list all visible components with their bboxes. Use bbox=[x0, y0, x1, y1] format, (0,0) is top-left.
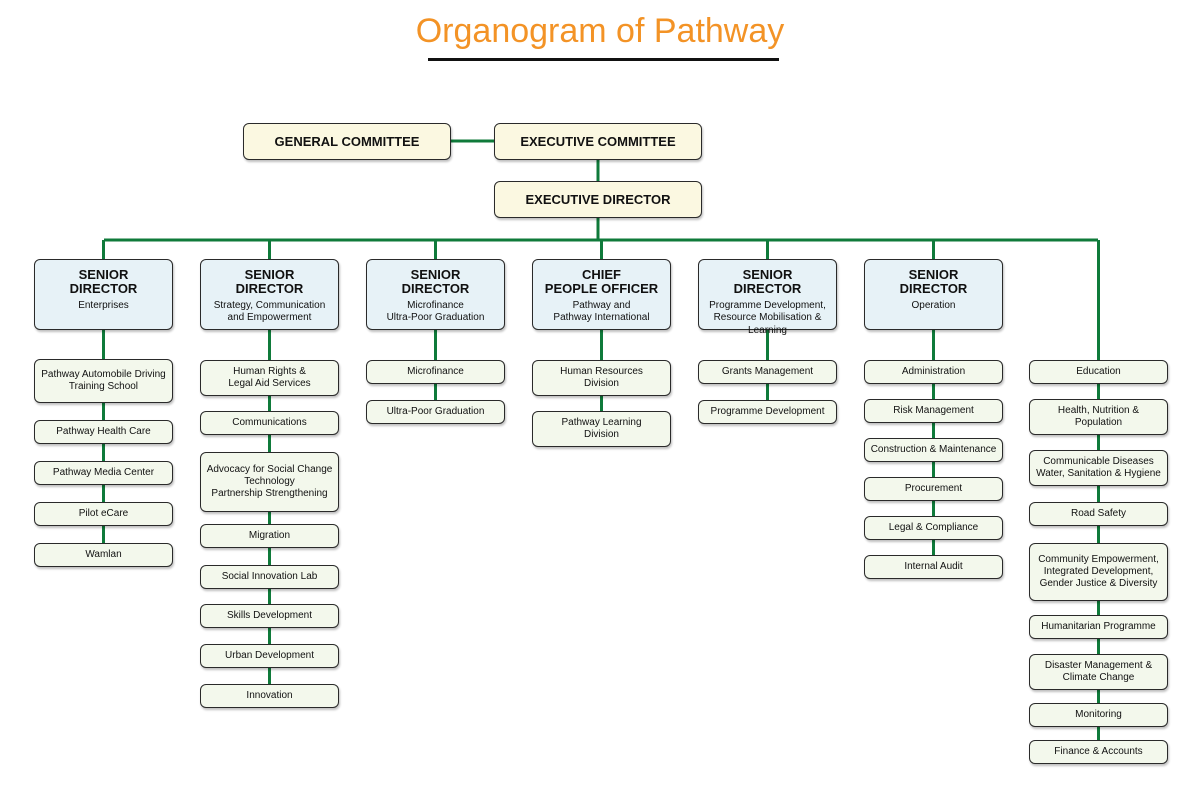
unit-box: Disaster Management & Climate Change bbox=[1029, 654, 1168, 690]
division-heading: SENIOR bbox=[410, 267, 461, 282]
division-subtitle: Pathway and Pathway International bbox=[553, 299, 650, 324]
unit-box: Internal Audit bbox=[864, 555, 1003, 579]
unit-box: Community Empowerment, Integrated Develo… bbox=[1029, 543, 1168, 601]
unit-box: Wamlan bbox=[34, 543, 173, 567]
unit-box: Pathway Automobile Driving Training Scho… bbox=[34, 359, 173, 403]
executive-committee-label: EXECUTIVE COMMITTEE bbox=[520, 133, 676, 149]
unit-box: Pathway Learning Division bbox=[532, 411, 671, 447]
unit-box: Advocacy for Social Change Technology Pa… bbox=[200, 452, 339, 512]
unit-box: Legal & Compliance bbox=[864, 516, 1003, 540]
unit-box: Health, Nutrition & Population bbox=[1029, 399, 1168, 435]
division-heading: DIRECTOR bbox=[733, 281, 802, 297]
unit-box: Pathway Health Care bbox=[34, 420, 173, 444]
unit-box: Pilot eCare bbox=[34, 502, 173, 526]
division-subtitle: Enterprises bbox=[78, 299, 129, 311]
unit-box: Migration bbox=[200, 524, 339, 548]
unit-box: Communications bbox=[200, 411, 339, 435]
division-subtitle: Programme Development, Resource Mobilisa… bbox=[709, 299, 826, 336]
unit-box: Monitoring bbox=[1029, 703, 1168, 727]
unit-box: Microfinance bbox=[366, 360, 505, 384]
unit-box: Innovation bbox=[200, 684, 339, 708]
unit-box: Skills Development bbox=[200, 604, 339, 628]
unit-box: Humanitarian Programme bbox=[1029, 615, 1168, 639]
unit-box: Communicable Diseases Water, Sanitation … bbox=[1029, 450, 1168, 486]
general-committee-box: GENERAL COMMITTEE bbox=[243, 123, 451, 160]
division-heading: SENIOR bbox=[78, 267, 129, 282]
division-heading: DIRECTOR bbox=[401, 281, 470, 297]
division-heading: SENIOR bbox=[908, 267, 959, 282]
title-underline bbox=[428, 58, 779, 61]
executive-director-box: EXECUTIVE DIRECTOR bbox=[494, 181, 702, 218]
unit-box: Urban Development bbox=[200, 644, 339, 668]
unit-box: Administration bbox=[864, 360, 1003, 384]
unit-box: Human Resources Division bbox=[532, 360, 671, 396]
unit-box: Procurement bbox=[864, 477, 1003, 501]
unit-box: Road Safety bbox=[1029, 502, 1168, 526]
unit-box: Programme Development bbox=[698, 400, 837, 424]
unit-box: Construction & Maintenance bbox=[864, 438, 1003, 462]
executive-director-label: EXECUTIVE DIRECTOR bbox=[525, 191, 671, 207]
unit-box: Finance & Accounts bbox=[1029, 740, 1168, 764]
unit-box: Education bbox=[1029, 360, 1168, 384]
unit-box: Social Innovation Lab bbox=[200, 565, 339, 589]
division-heading: SENIOR bbox=[244, 267, 295, 282]
division-heading: DIRECTOR bbox=[235, 281, 304, 297]
division-subtitle: Microfinance Ultra-Poor Graduation bbox=[386, 299, 485, 324]
page-title: Organogram of Pathway bbox=[415, 12, 785, 50]
division-heading: DIRECTOR bbox=[69, 281, 138, 297]
general-committee-label: GENERAL COMMITTEE bbox=[274, 133, 420, 149]
division-heading: DIRECTOR bbox=[899, 281, 968, 297]
division-heading: PEOPLE OFFICER bbox=[544, 281, 659, 297]
division-subtitle: Strategy, Communication and Empowerment bbox=[213, 299, 326, 324]
unit-box: Human Rights & Legal Aid Services bbox=[200, 360, 339, 396]
executive-committee-box: EXECUTIVE COMMITTEE bbox=[494, 123, 702, 160]
division-heading: CHIEF bbox=[582, 267, 621, 282]
unit-box: Risk Management bbox=[864, 399, 1003, 423]
unit-box: Ultra-Poor Graduation bbox=[366, 400, 505, 424]
division-subtitle: Operation bbox=[911, 299, 956, 311]
unit-box: Pathway Media Center bbox=[34, 461, 173, 485]
division-heading: SENIOR bbox=[742, 267, 793, 282]
unit-box: Grants Management bbox=[698, 360, 837, 384]
